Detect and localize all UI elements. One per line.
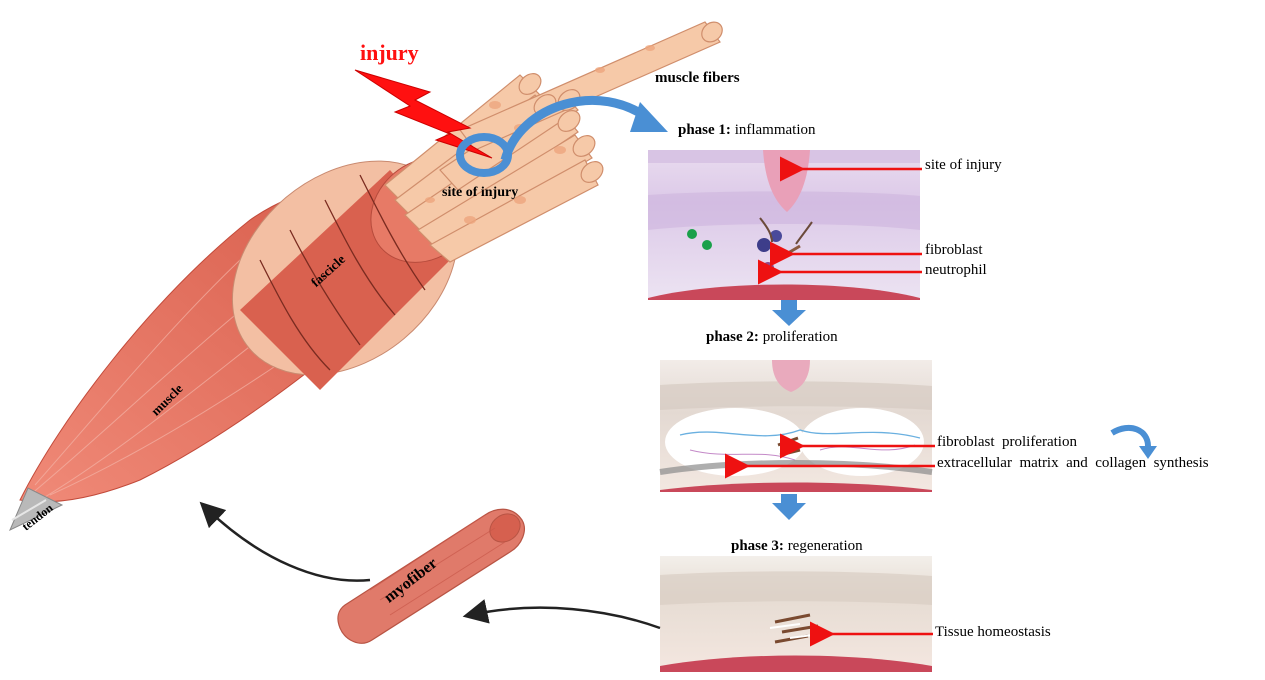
muscle-fibers-label: muscle fibers [655,70,740,87]
phase3-prefix: phase 3: [731,538,784,554]
site-of-injury-label: site of injury [442,185,518,201]
phase1-name: inflammation [735,122,816,138]
phase3-name: regeneration [788,538,863,554]
phase2-title: phase 2: proliferation [706,329,838,346]
phase1-title: phase 1: inflammation [678,122,816,139]
phase3-panel [660,556,932,672]
annotation-site-of-injury: site of injury [925,157,1002,174]
annotation-neutrophil: neutrophil [925,262,987,279]
phase-arrow-1 [772,300,806,326]
phase1-prefix: phase 1: [678,122,731,138]
phase2-name: proliferation [763,329,838,345]
phase2-prefix: phase 2: [706,329,759,345]
phase-arrow-2 [772,494,806,520]
phase2-panel [660,360,932,492]
phase3-title: phase 3: regeneration [731,538,863,555]
injury-label: injury [360,40,419,66]
phase1-panel [648,150,920,300]
annotation-ecm-synthesis: extracellular matrix and collagen synthe… [937,455,1209,472]
annotation-fibroblast-proliferation: fibroblast proliferation [937,434,1077,451]
annotation-fibroblast: fibroblast [925,242,983,259]
annotation-tissue-homeostasis: Tissue homeostasis [935,624,1051,641]
